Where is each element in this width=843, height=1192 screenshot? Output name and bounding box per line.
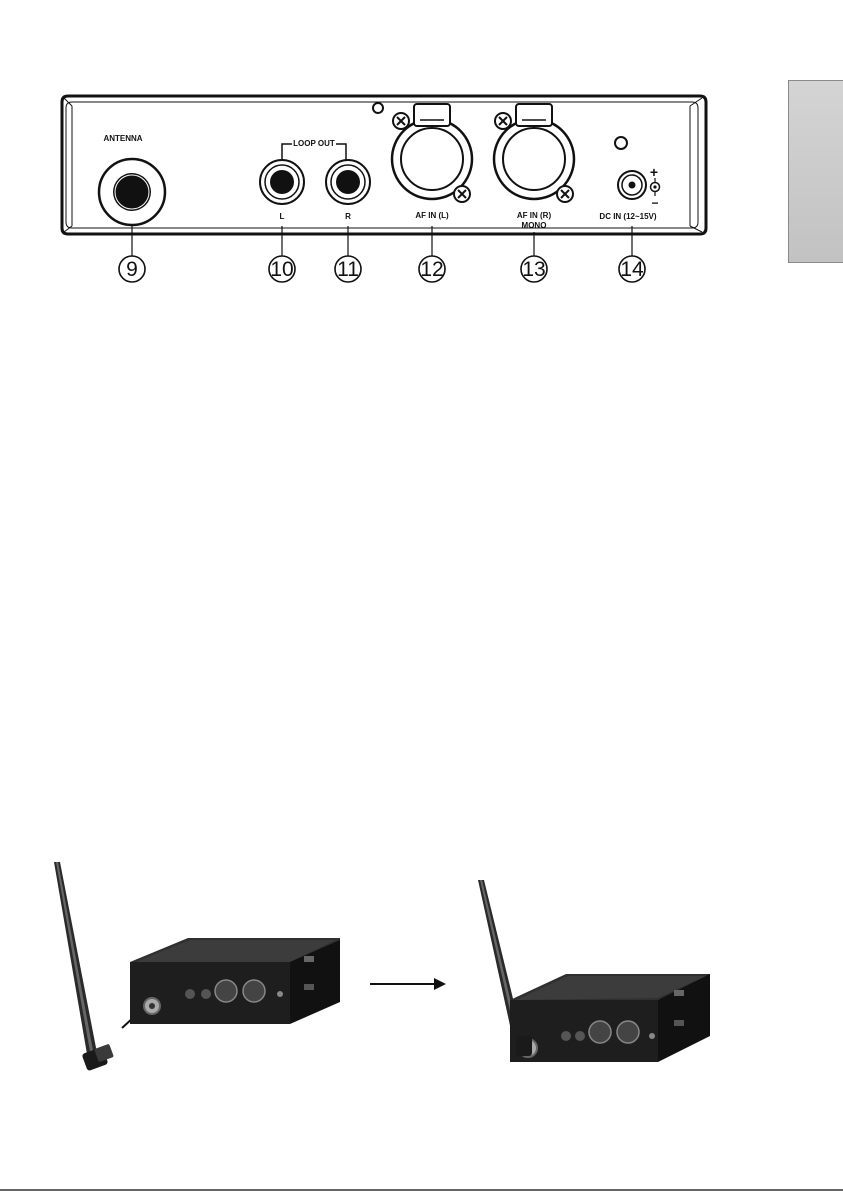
svg-text:12: 12 bbox=[420, 258, 443, 281]
af-in-right-label: AF IN (R) bbox=[517, 211, 552, 220]
svg-text:9: 9 bbox=[126, 258, 138, 281]
callout-14: 14 bbox=[619, 256, 645, 282]
antenna-attached-photo bbox=[470, 860, 730, 1080]
callout-11: 11 bbox=[335, 256, 361, 282]
svg-text:13: 13 bbox=[522, 258, 545, 281]
callout-12: 12 bbox=[419, 256, 445, 282]
antenna-detached-photo bbox=[40, 860, 360, 1080]
svg-text:10: 10 bbox=[270, 258, 293, 281]
loop-out-left-label: L bbox=[280, 212, 285, 221]
callout-13: 13 bbox=[521, 256, 547, 282]
loop-out-label: LOOP OUT bbox=[293, 139, 335, 148]
polarity-plus: + bbox=[650, 164, 658, 180]
mono-label: MONO bbox=[522, 221, 547, 230]
bottom-rule bbox=[0, 1189, 843, 1191]
dc-in-label: DC IN (12~15V) bbox=[599, 212, 656, 221]
callout-9: 9 bbox=[119, 256, 145, 282]
loop-out-right-label: R bbox=[345, 212, 351, 221]
callout-10: 10 bbox=[269, 256, 295, 282]
panel-screw-hole bbox=[373, 103, 383, 113]
svg-text:11: 11 bbox=[337, 258, 359, 281]
svg-text:14: 14 bbox=[620, 258, 644, 281]
polarity-minus: − bbox=[651, 196, 658, 210]
antenna-label: ANTENNA bbox=[103, 134, 142, 143]
indicator-hole bbox=[615, 137, 627, 149]
step-arrow-icon bbox=[368, 974, 448, 994]
af-in-left-label: AF IN (L) bbox=[415, 211, 449, 220]
rear-panel-diagram: ANTENNA LOOP OUT L R AF IN (L) AF IN (R)… bbox=[0, 0, 843, 300]
